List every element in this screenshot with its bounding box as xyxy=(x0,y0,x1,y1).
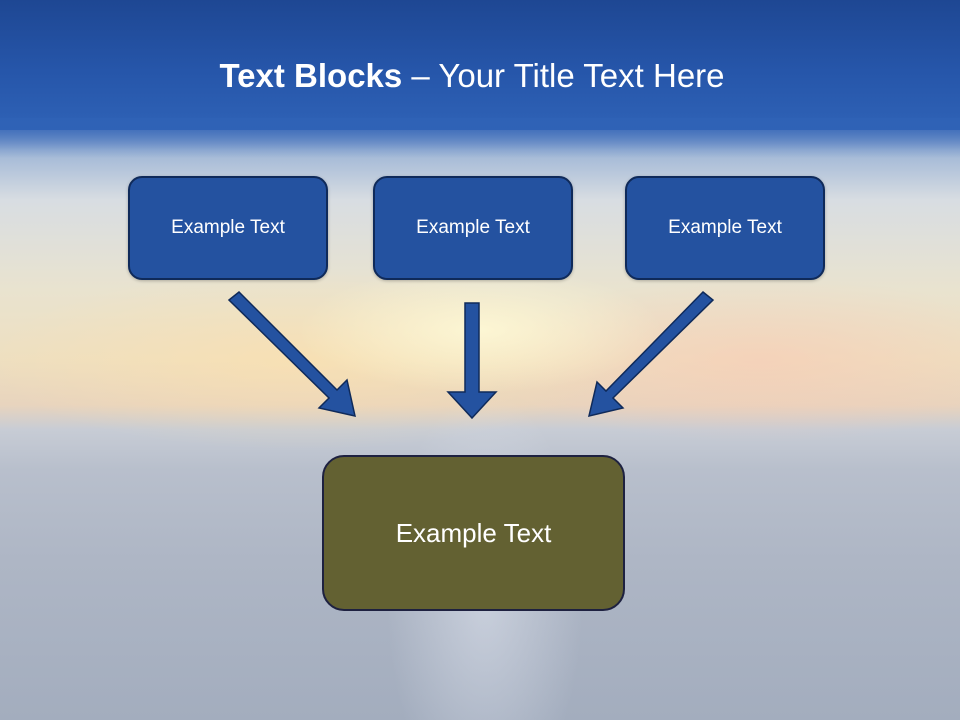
text-block-center-label: Example Text xyxy=(395,517,552,548)
arrow-left-to-center xyxy=(227,290,356,417)
title-rest: Your Title Text Here xyxy=(438,57,725,94)
title-bold-part: Text Blocks xyxy=(219,57,403,94)
text-block-right-label: Example Text xyxy=(668,217,782,238)
text-block-middle-label: Example Text xyxy=(416,217,530,238)
title-bar xyxy=(0,0,960,130)
arrow-right-to-center xyxy=(587,290,715,418)
text-block-right: Example Text xyxy=(625,176,825,280)
arrow-middle-to-center xyxy=(446,302,498,420)
text-block-center: Example Text xyxy=(322,455,625,611)
title-bar-fade xyxy=(0,118,960,158)
text-block-left: Example Text xyxy=(128,176,328,280)
text-block-middle: Example Text xyxy=(373,176,573,280)
text-block-left-label: Example Text xyxy=(171,217,285,238)
slide-title: Text Blocks – Your Title Text Here xyxy=(0,54,944,98)
title-dash: – xyxy=(402,57,439,94)
